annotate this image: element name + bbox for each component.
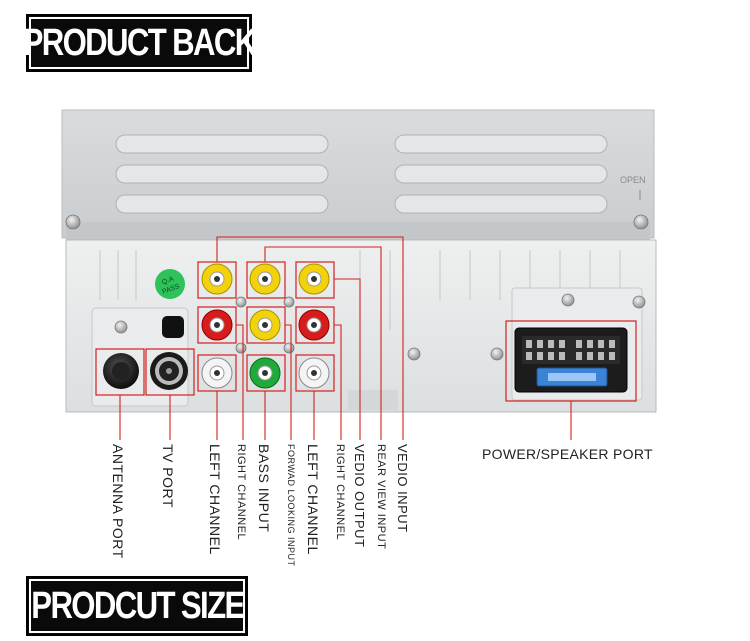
rca-jack-green (249, 357, 281, 389)
qa-pass-sticker: Q.A PASS (155, 269, 185, 299)
rca-jack-yellow-1 (201, 263, 233, 295)
reset-button-hole (162, 316, 184, 338)
top-chassis: OPEN (61, 109, 655, 240)
label-left-channel-2: LEFT CHANNEL (305, 444, 321, 555)
label-vedio-output: VEDIO OUTPUT (352, 444, 367, 548)
label-power-speaker-port: POWER/SPEAKER PORT (482, 446, 653, 462)
tv-port (150, 352, 188, 390)
label-rear-view-input: REAR VIEW INPUT (375, 444, 387, 550)
rca-jack-white-1 (201, 357, 233, 389)
svg-text:Q.A: Q.A (161, 276, 175, 287)
rca-jack-yellow-2 (249, 263, 281, 295)
rca-jack-red-2 (298, 309, 330, 341)
rca-jack-yellow-4 (249, 309, 281, 341)
label-right-channel-1: RIGHT CHANNEL (235, 444, 247, 541)
callout-lines (119, 236, 572, 440)
screws (65, 214, 649, 361)
open-marking: OPEN (620, 175, 646, 185)
label-vedio-input: VEDIO INPUT (395, 444, 410, 533)
rca-jacks (201, 263, 330, 389)
label-left-channel-1: LEFT CHANNEL (207, 444, 223, 555)
product-back-title-text: PRODUCT BACK (22, 21, 257, 64)
label-antenna-port: ANTENNA PORT (110, 444, 126, 559)
label-bass-input: BASS INPUT (256, 444, 272, 533)
rca-jack-yellow-3 (298, 263, 330, 295)
label-tv-port: TV PORT (160, 444, 176, 508)
label-right-channel-2: RIGHT CHANNEL (334, 444, 346, 541)
product-size-title-text: PRODCUT SIZE (30, 584, 245, 627)
product-back-title: PRODUCT BACK (22, 14, 257, 72)
label-forward-looking-input: FORWAD LOOKING INPUT (286, 444, 296, 567)
power-speaker-connector (514, 327, 628, 393)
rca-jack-red-1 (201, 309, 233, 341)
product-size-title: PRODCUT SIZE (26, 576, 248, 636)
antenna-port (103, 353, 139, 389)
rca-jack-white-2 (298, 357, 330, 389)
